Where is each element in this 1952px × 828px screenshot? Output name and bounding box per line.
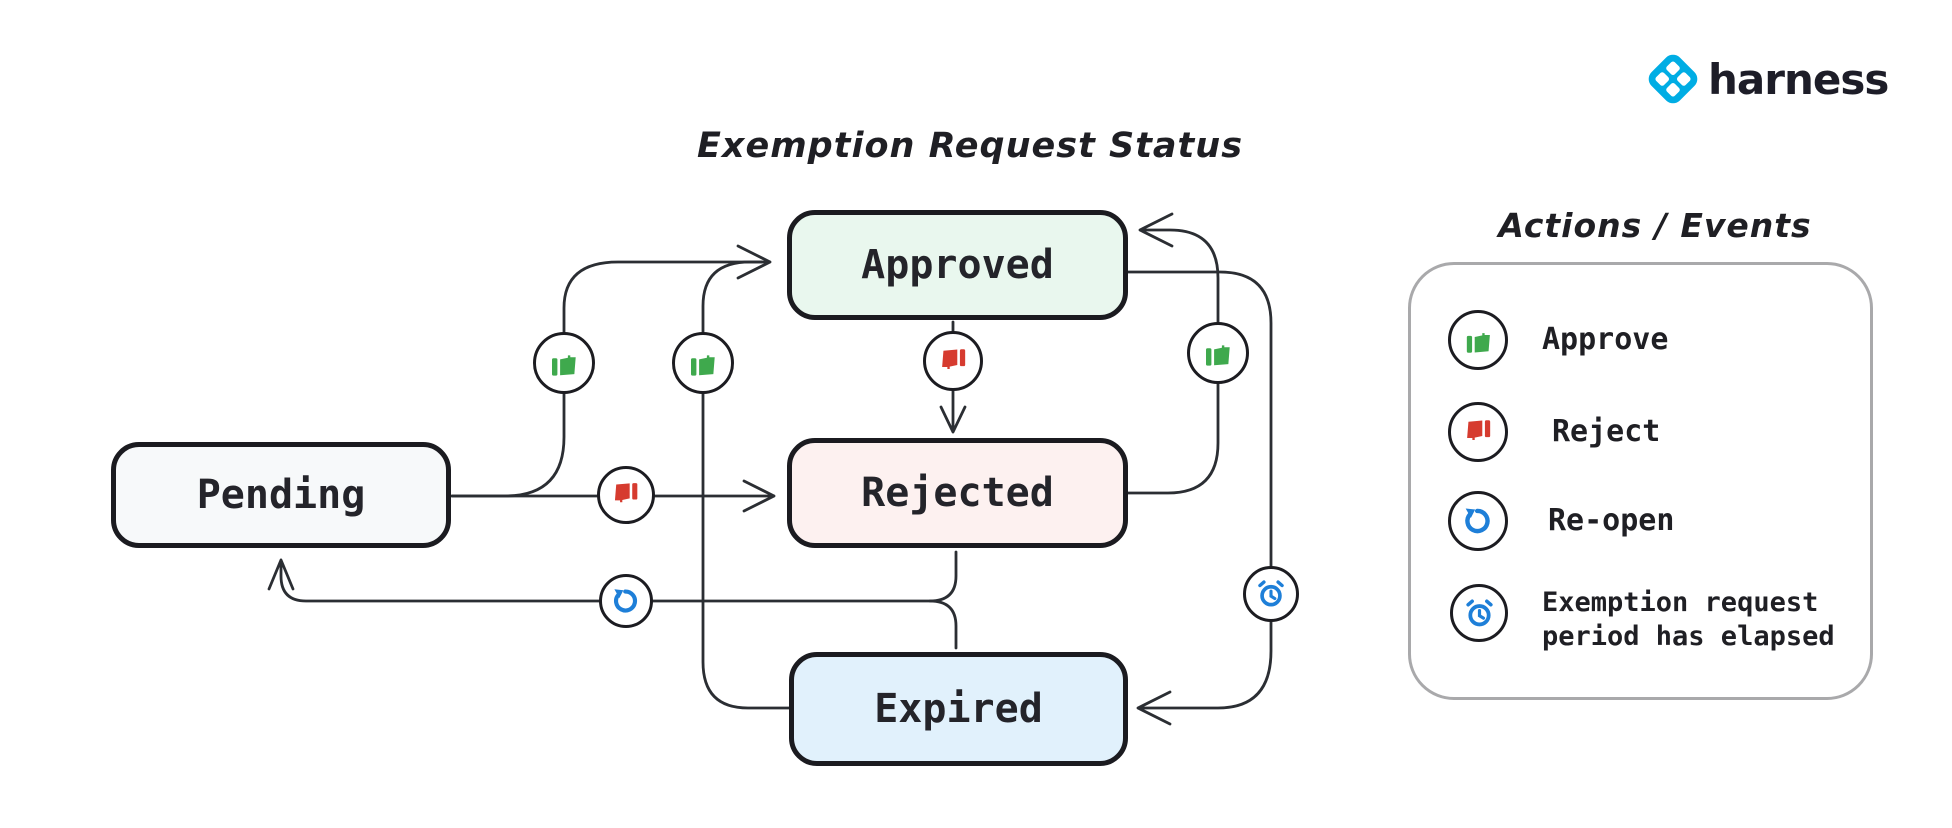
approve-badge-rejected-approved: [1187, 322, 1249, 384]
diagram-title: Exemption Request Status: [696, 126, 1244, 166]
edge-expired-to-approved: [701, 260, 791, 710]
legend-elapsed-label: Exemption request period has elapsed: [1542, 587, 1835, 652]
reject-badge-approved-rejected: [923, 331, 983, 391]
thumbs-down-icon: [614, 483, 638, 503]
harness-logo: harness: [1642, 48, 1889, 110]
legend-reject-badge: [1448, 402, 1508, 462]
legend-title: Actions / Events: [1498, 206, 1812, 245]
legend-elapsed-badge: [1450, 584, 1508, 642]
approve-badge-expired-approved: [672, 332, 734, 394]
state-rejected: Rejected: [787, 438, 1128, 548]
thumbs-down-icon: [941, 348, 965, 369]
legend-reopen-badge: [1448, 491, 1508, 551]
reopen-icon: [613, 589, 638, 613]
state-approved-label: Approved: [861, 242, 1054, 288]
edge-pending-to-approved: [450, 244, 772, 498]
legend-approve-badge: [1448, 310, 1508, 370]
alarm-clock-icon: [1465, 599, 1493, 626]
thumbs-up-icon: [691, 355, 715, 376]
legend-reopen-label: Re-open: [1548, 503, 1675, 538]
edge-approved-to-expired: [1124, 270, 1273, 726]
state-rejected-label: Rejected: [861, 470, 1054, 516]
state-expired-label: Expired: [874, 686, 1043, 732]
reopen-badge: [599, 574, 653, 628]
state-pending-label: Pending: [196, 472, 366, 518]
legend-reject-label: Reject: [1552, 414, 1661, 449]
alarm-clock-icon: [1258, 580, 1284, 607]
edge-expired-to-pending: [928, 599, 958, 650]
reopen-icon: [1465, 508, 1490, 534]
legend-approve-label: Approve: [1542, 322, 1669, 357]
thumbs-down-icon: [1466, 419, 1490, 440]
state-pending: Pending: [111, 442, 451, 548]
harness-logo-text: harness: [1708, 54, 1889, 104]
thumbs-up-icon: [1466, 332, 1490, 353]
thumbs-up-icon: [552, 355, 576, 376]
reject-badge-pending-rejected: [597, 466, 655, 524]
thumbs-up-icon: [1206, 345, 1230, 366]
harness-logo-icon: [1648, 54, 1698, 104]
approve-badge-pending-approved: [533, 332, 595, 394]
state-approved: Approved: [787, 210, 1128, 320]
elapsed-badge-approved-expired: [1243, 566, 1299, 622]
state-expired: Expired: [789, 652, 1128, 766]
